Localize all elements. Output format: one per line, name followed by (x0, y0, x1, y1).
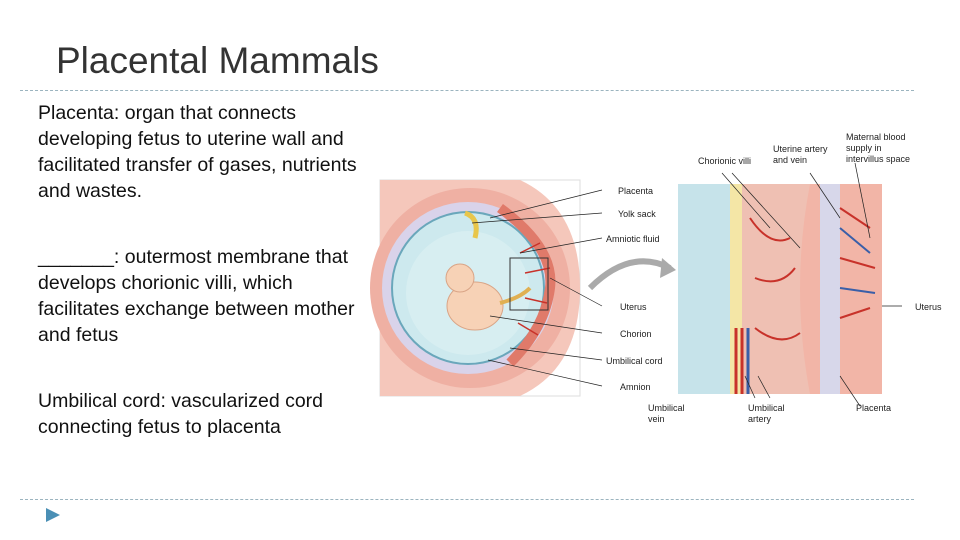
uterus-cross-section (370, 179, 581, 397)
placenta-text: : organ that connects developing fetus t… (38, 102, 357, 202)
chorion-definition: _______: outermost membrane that develop… (38, 244, 368, 348)
title-divider (20, 90, 914, 91)
umbilical-cord-text: : vascularized cord connecting fetus to … (38, 390, 324, 438)
umbilical-cord-term: Umbilical cord (38, 390, 161, 412)
placenta-diagram: Placenta Yolk sack Amniotic fluid Uterus… (370, 132, 942, 424)
label-placenta: Placenta (618, 186, 653, 196)
label-umbilical-vein-1: Umbilical (648, 403, 685, 413)
label-umbilical-artery-1: Umbilical (748, 403, 785, 413)
label-uterus-right: Uterus (915, 302, 942, 312)
zoom-arrow (587, 258, 672, 291)
umbilical-cord-definition: Umbilical cord: vascularized cord connec… (38, 388, 368, 440)
label-chorionic-villi: Chorionic villi (698, 156, 751, 166)
label-yolk-sack: Yolk sack (618, 209, 656, 219)
label-uterine-artery-1: Uterine artery (773, 144, 828, 154)
placenta-definition: Placenta: organ that connects developing… (38, 100, 368, 204)
chorion-blank-term: _______ (38, 246, 114, 268)
placenta-magnified (678, 184, 882, 394)
label-umbilical-cord: Umbilical cord (606, 356, 663, 366)
label-maternal-1: Maternal blood (846, 132, 906, 142)
play-arrow-icon (46, 508, 60, 522)
label-umbilical-vein-2: vein (648, 414, 665, 424)
label-maternal-3: intervillus space (846, 154, 910, 164)
chorion-text: : outermost membrane that develops chori… (38, 246, 355, 346)
label-uterus-left: Uterus (620, 302, 647, 312)
leader-lines (471, 162, 902, 407)
zoom-box (509, 257, 549, 311)
slide-title: Placental Mammals (56, 40, 379, 81)
label-uterine-artery-2: and vein (773, 155, 807, 165)
placenta-term: Placenta (38, 102, 114, 124)
footer-divider (20, 499, 914, 500)
label-placenta-bottom: Placenta (856, 403, 891, 413)
label-maternal-2: supply in (846, 143, 882, 153)
label-amniotic-fluid: Amniotic fluid (606, 234, 660, 244)
label-chorion: Chorion (620, 329, 652, 339)
label-amnion: Amnion (620, 382, 651, 392)
label-umbilical-artery-2: artery (748, 414, 772, 424)
